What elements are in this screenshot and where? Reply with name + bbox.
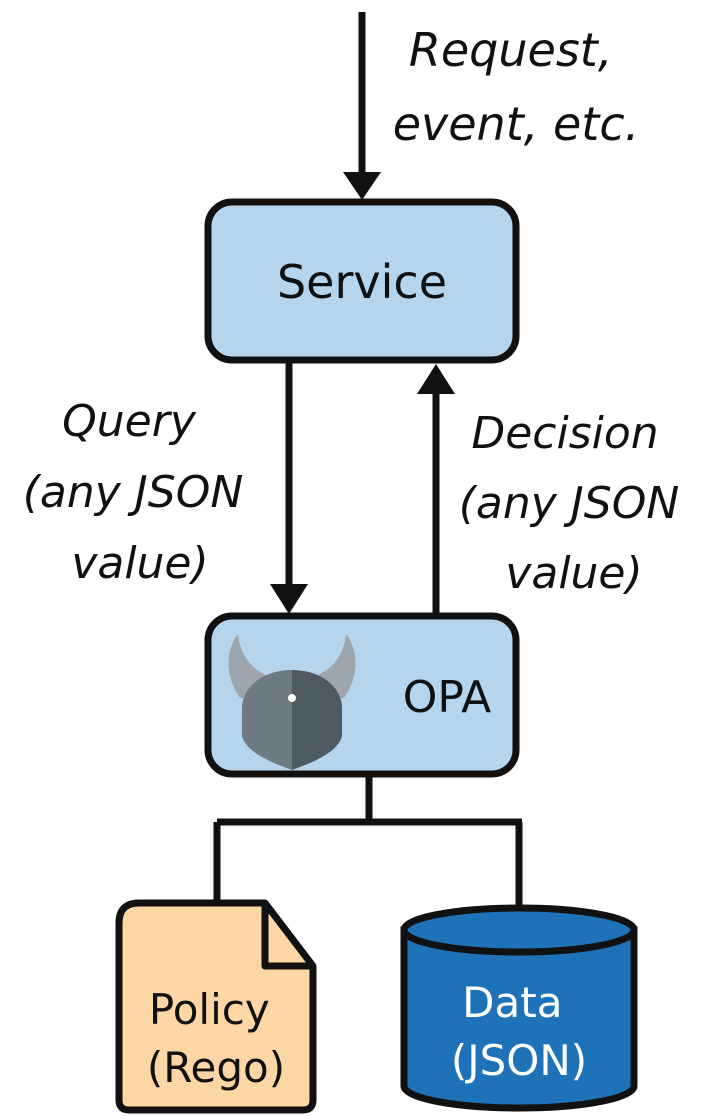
policy-label-line1: Policy — [149, 985, 270, 1034]
opa-connector — [213, 774, 523, 908]
decision-label: Decision (any JSON value) — [459, 408, 694, 599]
query-arrow — [270, 360, 308, 614]
query-label-line3: value) — [71, 538, 208, 589]
policy-label: Policy (Rego) — [147, 985, 285, 1092]
decision-label-line1: Decision — [471, 408, 658, 459]
data-cylinder-top — [400, 904, 638, 956]
data-cylinder-body — [400, 926, 638, 1112]
data-label-line1: Data — [462, 978, 562, 1027]
service-label: Service — [277, 255, 447, 309]
policy-label-line2: (Rego) — [147, 1043, 285, 1092]
policy-document-fold — [261, 903, 313, 970]
request-label: Request, event, etc. — [393, 23, 640, 151]
data-label: Data (JSON) — [451, 978, 587, 1085]
request-arrow — [343, 12, 381, 200]
query-label-line1: Query — [62, 396, 197, 447]
service-box-shape — [204, 198, 520, 364]
opa-box: OPA — [204, 612, 520, 778]
data-cylinder: Data (JSON) — [400, 904, 638, 1112]
service-box: Service — [204, 198, 520, 364]
opa-viking-helmet-icon — [228, 634, 356, 770]
data-label-line2: (JSON) — [451, 1036, 587, 1085]
decision-label-line3: value) — [505, 548, 642, 599]
opa-label: OPA — [403, 672, 491, 723]
query-label-line2: (any JSON — [23, 467, 244, 518]
decision-arrow — [417, 364, 455, 614]
decision-label-line2: (any JSON — [459, 478, 680, 529]
request-label-line1: Request, — [409, 23, 613, 77]
policy-document: Policy (Rego) — [115, 899, 317, 1114]
request-label-line2: event, etc. — [393, 97, 640, 151]
query-label: Query (any JSON value) — [23, 396, 258, 589]
